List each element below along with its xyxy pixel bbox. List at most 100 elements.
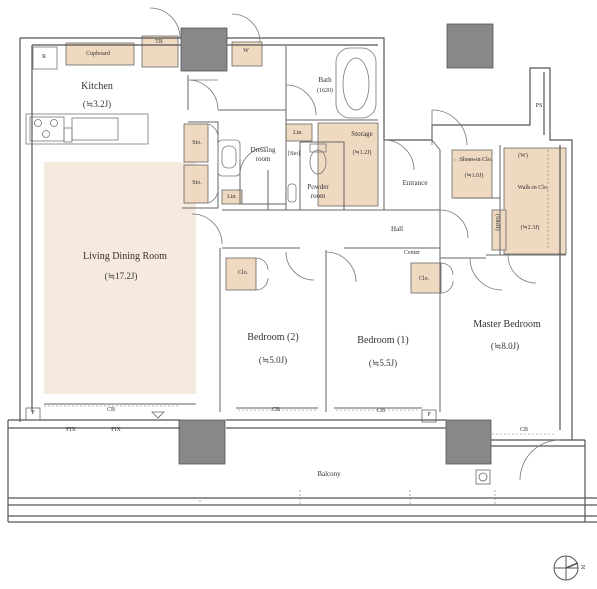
linen-fixture-bottom [221,189,243,205]
dressing-label-2: room [255,155,271,163]
door-w [231,13,261,43]
closet-master [410,262,442,294]
door-clo1 [255,257,269,291]
bedroom1-label: Bedroom (1) [357,335,409,346]
door-ldr [191,213,223,245]
partition-hall [222,150,470,259]
walkin-closet-fixture [503,147,567,255]
w-fixture [231,41,263,67]
cupboard-label: Cupboard [86,51,110,57]
ldr-label: Living Dining Room [83,251,167,262]
cupboard-fixture [65,42,135,66]
door-bedroom2 [285,251,315,281]
door-kitchen [187,79,219,111]
r-label: R [41,54,47,60]
partition-bedrooms [219,248,486,412]
exterior-wall [19,37,573,440]
kitchen-area: (≒3.2J) [82,99,112,109]
shelf-label: (Shelf) [494,214,500,231]
door-bath [285,84,317,116]
partition-powder [299,141,345,210]
clo-label-bedroom2: Clo. [237,270,249,276]
powder-label-1: Powder [307,183,329,191]
storage-sto-2 [183,164,209,204]
kitchen-island [71,117,119,141]
tr-fixture [141,35,179,68]
vanity [217,139,241,177]
balcony-label: Balcony [317,470,341,478]
fix-label-2: FIX [111,427,121,433]
balcony-side [7,420,586,522]
linen-label-bottom: Lin. [227,194,237,200]
partition-entrance [383,139,500,210]
shoes-label: Shoes-in Clo. [459,157,493,163]
door-clo2 [440,262,454,294]
storage-area: (≒1.2J) [352,150,372,156]
column-bottom-right [445,419,492,465]
balcony-rail [8,497,597,523]
sto-label-1: Sto. [192,140,202,146]
door-bedroom1 [325,251,357,283]
window-mark [151,411,165,419]
shelf-fixture [491,209,507,251]
p-label-mid: P [427,412,431,418]
closet-bedroom2 [225,257,257,291]
partition-bedroom-floor [44,403,422,409]
tr-label: TR [155,39,163,45]
vanity-basin [221,145,237,169]
pipe-box-mid [421,409,437,423]
bedroom2-area: (≒5.0J) [258,355,288,365]
storage-sto-1 [183,123,209,163]
hall-label: Hall [390,225,404,233]
shoes-area: (≒1.0J) [464,173,484,179]
storage-fixture [317,122,379,207]
kitchen-counter [25,113,149,145]
sink-unit [63,127,73,143]
clo-label-master: Clo. [418,276,430,282]
compass-n-label: N [579,564,586,570]
fix-label-1: FIX [66,427,76,433]
storage-label: Storage [351,130,373,138]
cb-label-ldr: CB [106,407,116,413]
toilet-tank [309,143,327,153]
partition-bath [285,46,378,210]
column-bottom-left [178,419,226,465]
bathtub [335,47,377,119]
powder-basin [287,183,297,203]
walkin-area: (≒2.3J) [520,225,540,231]
partition-walkin [486,145,566,256]
walkin-label: Walk-in Clo. [517,185,549,191]
door-balcony [519,439,561,481]
fridge-space [32,46,58,70]
inner-wall-line [32,44,561,430]
bedroom2-label: Bedroom (2) [247,332,299,343]
powder-label-2: room [310,192,326,200]
door-tr [149,7,181,39]
entrance-label: Entrance [402,179,428,187]
kitchen-label: Kitchen [81,81,113,92]
column-top-center [180,27,228,72]
ps-label: PS [535,103,543,109]
dressing-label-1: Dressing [250,146,276,154]
master-area: (≒8.0J) [490,341,520,351]
bath-size: (1620) [317,88,333,94]
toilet [309,149,327,175]
center-label: Center [404,250,420,256]
door-entrance [431,109,468,146]
door-master [469,257,503,291]
door-walkin [507,254,537,284]
w-label: W [243,48,249,54]
door-hall [439,209,469,239]
bedroom1-area: (≒5.5J) [368,358,398,368]
outdoor-unit [475,469,491,485]
cb-label-bed1: CB [376,408,386,414]
pipe-box-left [25,407,41,421]
sto-label-2: Sto. [192,180,202,186]
cb-label-bed2: CB [271,407,281,413]
bath-label: Bath [318,76,332,84]
window-line [8,419,585,447]
master-label: Master Bedroom [473,319,541,330]
sto-small-label: [Sto] [288,151,300,157]
linen-label-top: Lin. [293,130,303,136]
